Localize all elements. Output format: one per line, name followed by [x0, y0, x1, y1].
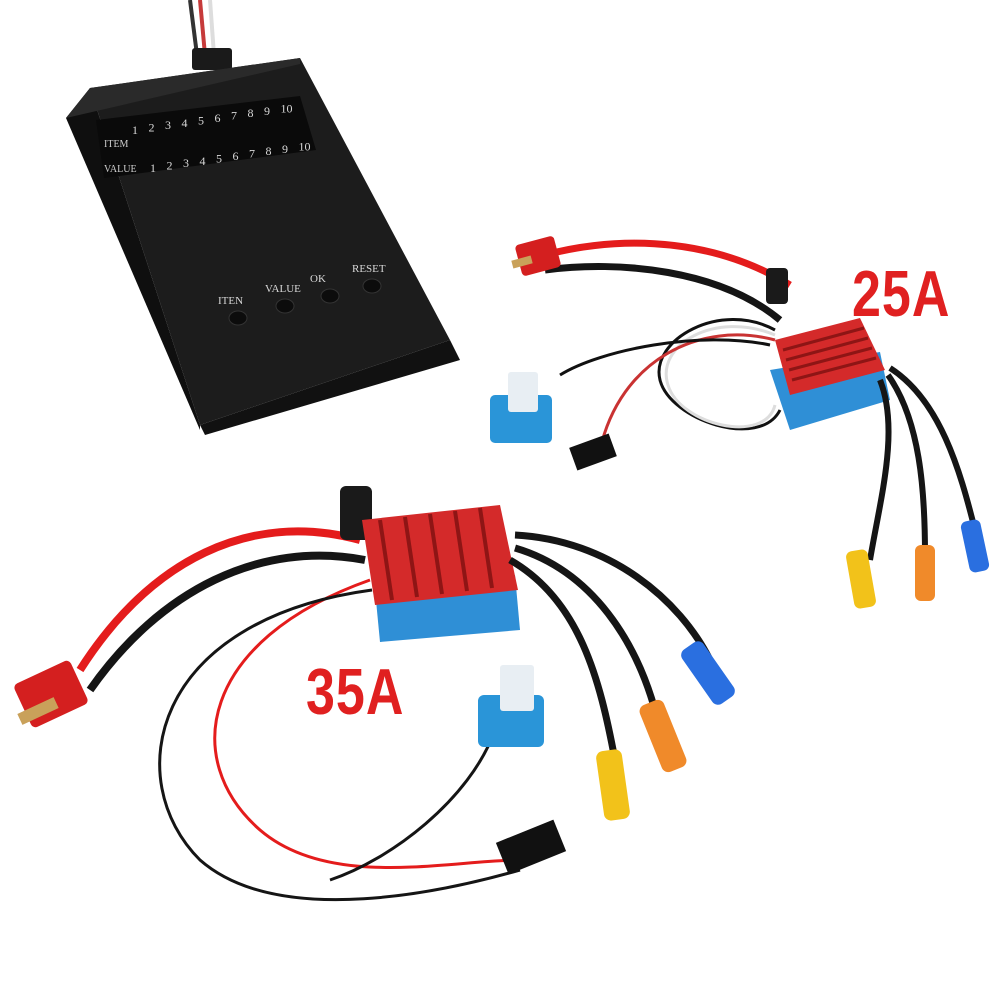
capacitor-25a	[766, 268, 788, 304]
item-number-2: 2	[149, 121, 155, 135]
receiver-connector-35a	[495, 819, 567, 875]
bullet-yellow-35a	[596, 749, 630, 821]
item-number-7: 7	[231, 109, 237, 123]
item-number-9: 9	[264, 104, 270, 118]
rating-label-25a: 25A	[852, 258, 951, 331]
card-button-label-ok: OK	[310, 273, 326, 285]
value-number-9: 9	[282, 142, 288, 156]
card-button-item[interactable]	[228, 310, 248, 326]
value-number-5: 5	[216, 151, 222, 165]
t-plug-25a	[511, 236, 561, 276]
value-row-label: VALUE	[104, 164, 137, 175]
item-number-1: 1	[132, 123, 138, 137]
value-number-2: 2	[167, 159, 173, 173]
card-button-ok[interactable]	[320, 288, 340, 304]
value-number-7: 7	[249, 147, 255, 161]
esc-35a	[14, 486, 735, 902]
value-number-8: 8	[266, 144, 272, 158]
item-row-label: ITEM	[104, 139, 129, 150]
heatsink-25a	[775, 318, 885, 395]
card-connector	[192, 48, 232, 70]
card-button-label-value: VALUE	[265, 283, 301, 295]
value-number-1: 1	[150, 161, 156, 175]
bullet-orange-35a	[639, 699, 687, 773]
value-number-10: 10	[299, 139, 311, 153]
esc-25a	[490, 236, 990, 609]
led-display	[96, 96, 316, 178]
item-number-4: 4	[182, 116, 188, 130]
value-number-3: 3	[183, 156, 189, 170]
heatsink-35a	[362, 505, 518, 605]
receiver-connector-25a	[569, 433, 617, 471]
card-button-reset[interactable]	[362, 278, 382, 294]
card-button-value[interactable]	[275, 298, 295, 314]
card-buttons: ITEN VALUE OK RESET	[218, 263, 386, 326]
item-number-8: 8	[248, 106, 254, 120]
switch-35a	[478, 665, 544, 747]
rating-label-35a: 35A	[306, 656, 405, 729]
item-number-6: 6	[215, 111, 221, 125]
t-plug-35a	[14, 660, 88, 728]
value-number-6: 6	[233, 149, 239, 163]
card-button-label-item: ITEN	[218, 295, 243, 307]
bullet-yellow-25a	[846, 549, 876, 609]
bullet-blue-35a	[681, 641, 735, 705]
value-number-4: 4	[200, 154, 206, 168]
bullet-blue-25a	[960, 519, 990, 573]
item-number-10: 10	[281, 101, 293, 115]
item-number-3: 3	[165, 118, 171, 132]
card-button-label-reset: RESET	[352, 263, 386, 275]
switch-25a	[490, 372, 552, 443]
item-number-5: 5	[198, 113, 204, 127]
bullet-orange-25a	[915, 545, 935, 601]
